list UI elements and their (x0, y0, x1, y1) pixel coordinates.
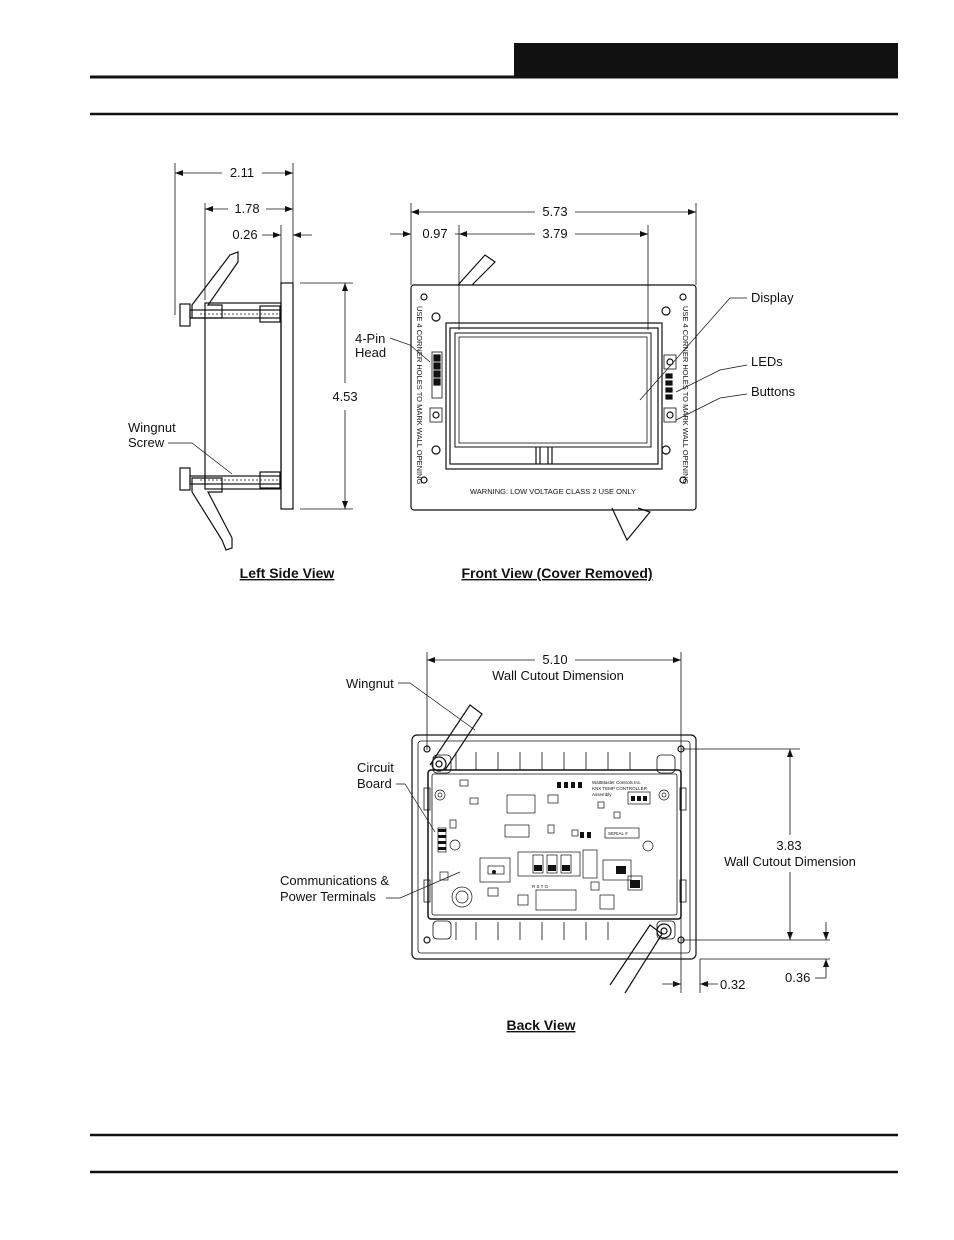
page-header (90, 43, 898, 116)
terminal-letters: R S T G (532, 884, 549, 889)
display-label: Display (751, 290, 794, 305)
front-view (390, 203, 748, 542)
back-view-caption: Back View (506, 1017, 575, 1033)
page-footer (90, 1133, 898, 1174)
comm-terminals-label-1: Communications & (280, 873, 389, 888)
wingnut-screw-label-1: Wingnut (128, 420, 176, 435)
comm-terminals-label-2: Power Terminals (280, 889, 376, 904)
dim-0-97: 0.97 (422, 226, 447, 241)
back-view (386, 652, 830, 994)
dim-0-26: 0.26 (232, 227, 257, 242)
warning-text: WARNING: LOW VOLTAGE CLASS 2 USE ONLY (470, 487, 636, 496)
right-side-note: USE 4 CORNER HOLES TO MARK WALL OPENING (681, 306, 690, 485)
left-side-view-caption: Left Side View (240, 565, 335, 581)
maker-line-3: Assembly (592, 792, 612, 797)
dim-4-53: 4.53 (332, 389, 357, 404)
front-view-labels: 5.73 3.79 0.97 WARNING: LOW VOLTAGE CLAS… (415, 204, 796, 581)
dim-1-78: 1.78 (234, 201, 259, 216)
circuit-board-label-1: Circuit (357, 760, 394, 775)
leds-label: LEDs (751, 354, 783, 369)
pin-head-label-2: Head (355, 345, 386, 360)
serial-label: SERIAL # (608, 831, 628, 836)
dim-3-83: 3.83 (776, 838, 801, 853)
dim-5-73: 5.73 (542, 204, 567, 219)
front-view-caption: Front View (Cover Removed) (461, 565, 652, 581)
dim-3-83-note: Wall Cutout Dimension (724, 854, 856, 869)
wingnut-screw-label-2: Screw (128, 435, 165, 450)
circuit-board-label-2: Board (357, 776, 392, 791)
left-side-note: USE 4 CORNER HOLES TO MARK WALL OPENING (415, 306, 424, 485)
dim-0-36: 0.36 (785, 970, 810, 985)
maker-line-1: WattMaster Controls Inc. (592, 780, 641, 785)
left-side-view (168, 163, 431, 551)
dim-3-79: 3.79 (542, 226, 567, 241)
wingnut-label: Wingnut (346, 676, 394, 691)
pin-head-label-1: 4-Pin (355, 331, 385, 346)
header-black-bar (514, 43, 898, 77)
dim-5-10: 5.10 (542, 652, 567, 667)
dim-2-11: 2.11 (230, 165, 254, 180)
left-side-labels: 2.11 1.78 0.26 4.53 4-Pin Head Wingnut S… (128, 165, 386, 581)
buttons-label: Buttons (751, 384, 796, 399)
dim-5-10-note: Wall Cutout Dimension (492, 668, 624, 683)
maker-line-2: KNX TEMP CONTROLLER (592, 786, 648, 791)
back-view-labels: 5.10 Wall Cutout Dimension 3.83 Wall Cut… (280, 652, 856, 1033)
dim-0-32: 0.32 (720, 977, 745, 992)
